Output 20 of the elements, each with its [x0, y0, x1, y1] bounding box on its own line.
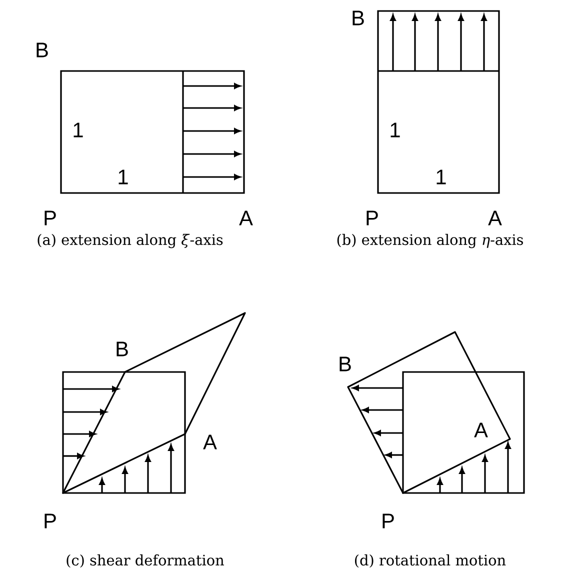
point-label: P [44, 514, 56, 528]
panel-caption: (a) extension along ξ-axis [38, 234, 223, 248]
point-label: P [382, 514, 394, 528]
point-label: A [474, 422, 488, 438]
point-label: A [203, 434, 217, 450]
panel-caption: (c) shear deformation [66, 554, 224, 568]
point-label: 1 [74, 122, 83, 138]
panel-caption: (d) rotational motion [355, 554, 506, 568]
point-label: P [366, 210, 378, 226]
point-label: A [239, 210, 253, 226]
point-label: B [352, 10, 364, 26]
point-label: B [116, 342, 128, 356]
panel-caption: (b) extension along η-axis [337, 234, 523, 248]
point-label: 1 [390, 122, 400, 138]
point-label: P [44, 210, 56, 226]
point-label: B [340, 356, 351, 372]
point-label: 1 [436, 170, 446, 184]
point-label: A [488, 210, 502, 226]
point-label: 1 [118, 170, 128, 184]
point-label: B [36, 42, 48, 58]
